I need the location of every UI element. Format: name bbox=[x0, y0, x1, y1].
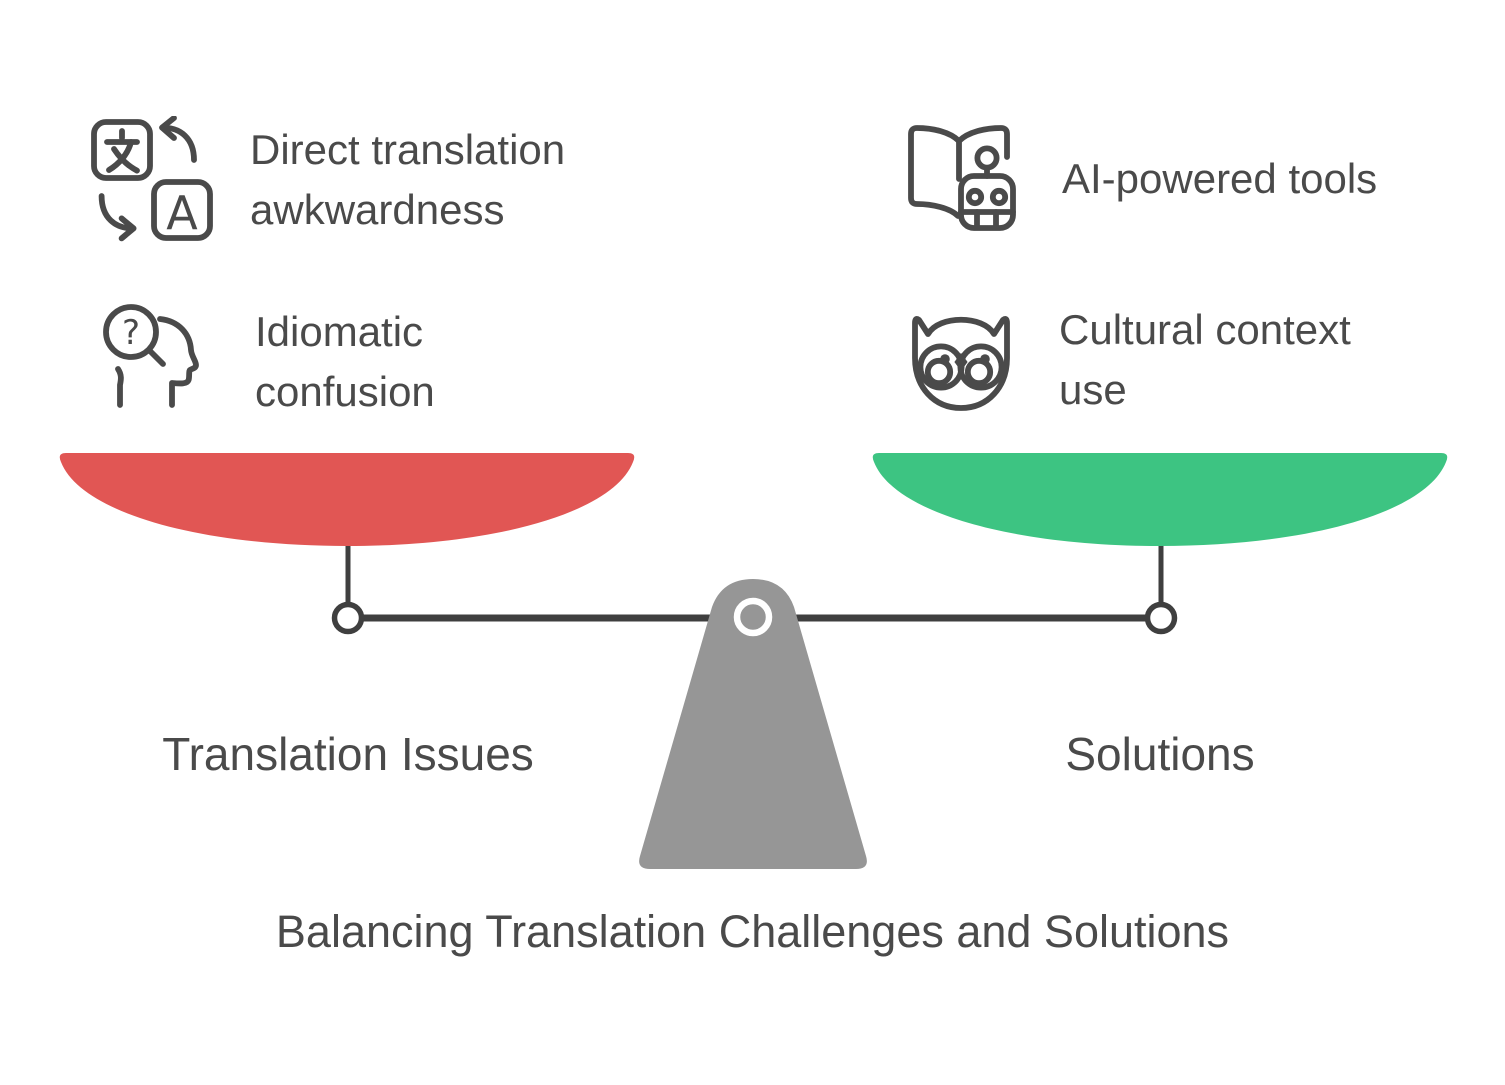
item-text-line: use bbox=[1059, 366, 1127, 413]
item-text: AI-powered tools bbox=[1062, 149, 1377, 209]
pivot-ring bbox=[733, 597, 773, 637]
translate-icon: A bbox=[91, 116, 213, 242]
left-beam-ring bbox=[331, 601, 365, 635]
item-text: Direct translation awkwardness bbox=[250, 120, 565, 240]
owl-pupil bbox=[940, 354, 950, 364]
owl-pupil bbox=[980, 354, 990, 364]
list-item: A Direct translation awkwardness bbox=[88, 116, 565, 244]
right-beam-ring bbox=[1144, 601, 1178, 635]
owl-icon bbox=[912, 316, 1010, 411]
list-item: Cultural context use bbox=[897, 296, 1351, 424]
item-text: Cultural context use bbox=[1059, 300, 1351, 420]
item-text-line: awkwardness bbox=[250, 186, 505, 233]
diagram-title: Balancing Translation Challenges and Sol… bbox=[275, 906, 1230, 957]
list-item: ? Idiomatic confusion bbox=[93, 298, 435, 426]
translate-icon-letter: A bbox=[166, 186, 198, 240]
item-text-line: Direct translation bbox=[250, 126, 566, 173]
left-pan-label: Translation Issues bbox=[162, 728, 534, 780]
question-mark-glyph: ? bbox=[122, 313, 140, 353]
owl-beak bbox=[954, 353, 968, 371]
item-text-line: confusion bbox=[255, 368, 435, 415]
left-pan bbox=[59, 453, 635, 546]
right-pan bbox=[872, 453, 1448, 546]
book-robot-icon bbox=[908, 125, 1016, 231]
item-text-line: AI-powered tools bbox=[1062, 155, 1378, 202]
right-pan-label: Solutions bbox=[1065, 728, 1255, 780]
item-text-line: Idiomatic bbox=[255, 308, 424, 355]
magnifier-question-head-icon: ? bbox=[103, 304, 199, 408]
item-text: Idiomatic confusion bbox=[255, 302, 435, 422]
fulcrum bbox=[639, 579, 867, 869]
item-text-line: Cultural context bbox=[1059, 306, 1351, 353]
list-item: AI-powered tools bbox=[900, 115, 1377, 243]
